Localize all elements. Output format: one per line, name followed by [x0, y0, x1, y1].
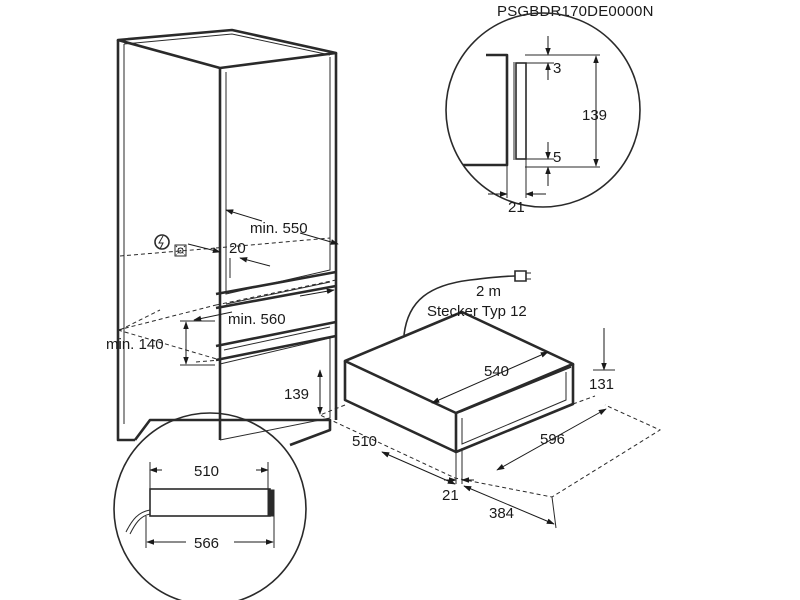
- label-510: 510: [352, 433, 377, 450]
- label-139: 139: [284, 386, 309, 403]
- detail-label-21: 21: [508, 199, 525, 216]
- electrical-connection-icon: [174, 244, 187, 257]
- dimension-596: 596: [496, 408, 607, 471]
- label-540: 540: [484, 363, 509, 380]
- label-20: 20: [229, 240, 246, 257]
- dimension-510: 510: [352, 433, 456, 485]
- label-cable-length: 2 m: [476, 283, 501, 300]
- dimension-20: 20: [187, 240, 271, 278]
- detail-label-139: 139: [582, 107, 607, 124]
- dimension-384: 384: [463, 485, 557, 529]
- dimension-min-140: min. 140: [106, 320, 215, 366]
- label-min-560: min. 560: [228, 311, 286, 328]
- label-min-140: min. 140: [106, 336, 164, 353]
- detail-label-510: 510: [194, 463, 219, 480]
- detail-label-3: 3: [553, 60, 561, 77]
- dimension-21: 21: [442, 448, 474, 504]
- detail-circle-bottom: 510 566: [113, 412, 307, 600]
- dimension-min-550: min. 550: [225, 209, 339, 245]
- label-131: 131: [589, 376, 614, 393]
- detail-label-566: 566: [194, 535, 219, 552]
- product-code: PSGBDR170DE0000N: [497, 3, 654, 20]
- detail-label-5: 5: [553, 149, 561, 166]
- dimension-139: 139: [284, 369, 323, 415]
- dimension-131: 131: [589, 328, 615, 393]
- label-21: 21: [442, 487, 459, 504]
- drawer-unit: [343, 270, 575, 454]
- label-plug-type: Stecker Typ 12: [427, 303, 527, 320]
- label-min-550: min. 550: [250, 220, 308, 237]
- label-596: 596: [540, 431, 565, 448]
- detail-circle-top: 3 139 5 21: [445, 12, 641, 216]
- label-384: 384: [489, 505, 514, 522]
- dimension-min-560: min. 560: [193, 288, 335, 328]
- electric-shock-warning-icon: [154, 234, 170, 250]
- dimension-540: 540: [431, 351, 549, 404]
- tall-cabinet: [116, 28, 338, 447]
